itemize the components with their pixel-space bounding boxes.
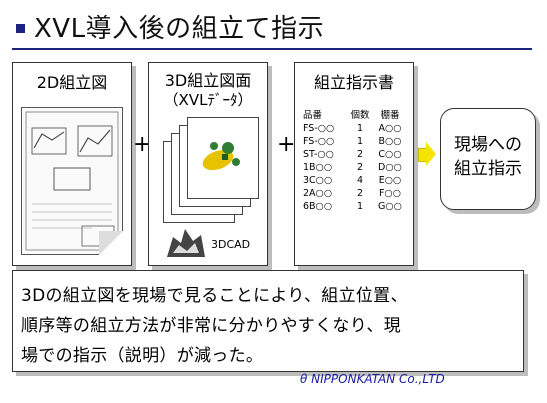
description-line-2: 順序等の組立方法が非常に分かりやすくなり、現: [21, 316, 401, 336]
description-line-1: 3Dの組立図を現場で見ることにより、組立位置、: [21, 286, 408, 306]
shelf-no: B○○: [378, 136, 402, 147]
quantity: 2: [356, 149, 364, 160]
shelf-no: D○○: [378, 162, 402, 173]
part-no: FS-○○: [303, 136, 335, 147]
panel-2d-title: 2D組立図: [36, 73, 108, 92]
result-line-1: 現場への: [454, 135, 522, 155]
panel-3d-drawing: 3D組立図面 （XVLﾃﾞｰﾀ） 3DCAD: [148, 62, 268, 266]
part-no: 1B○○: [303, 162, 333, 173]
list-item: FS-○○ 1 B○○: [303, 135, 407, 148]
shelf-no: A○○: [378, 123, 402, 134]
model-page: [187, 117, 259, 199]
drawing-sketch: [25, 111, 119, 251]
3dcad-figure-icon: [167, 229, 205, 257]
plus-sign: +: [277, 132, 296, 157]
parts-list: 品番 個数 棚番 FS-○○ 1 A○○ FS-○○ 1 B○○ ST-○○ 2…: [303, 109, 407, 213]
sheet-fold-corner: [99, 231, 123, 255]
title-bullet: [16, 24, 25, 33]
list-item: 1B○○ 2 D○○: [303, 161, 407, 174]
part-no: FS-○○: [303, 123, 335, 134]
result-line-2: 組立指示: [454, 159, 522, 179]
quantity: 1: [356, 201, 364, 212]
header-shelf-no: 棚番: [380, 110, 400, 121]
quantity: 1: [356, 136, 364, 147]
shelf-no: F○○: [378, 188, 402, 199]
3d-model-image: [202, 142, 240, 171]
header-quantity: 個数: [350, 110, 370, 121]
slide-title: XVL導入後の組立て指示: [34, 14, 325, 44]
header-part-no: 品番: [303, 110, 323, 121]
part-no: ST-○○: [303, 149, 334, 160]
list-item: 2A○○ 2 F○○: [303, 187, 407, 200]
3dcad-label: 3DCAD: [211, 238, 251, 251]
title-underline: [12, 48, 532, 50]
list-item: FS-○○ 1 A○○: [303, 122, 407, 135]
quantity: 2: [356, 188, 364, 199]
list-item: ST-○○ 2 C○○: [303, 148, 407, 161]
list-header: 品番 個数 棚番: [303, 109, 407, 122]
list-item: 6B○○ 1 G○○: [303, 200, 407, 213]
drawing-sheet-image: [21, 107, 123, 255]
company-logo: θ NIPPONKATAN Co.,LTD: [300, 372, 445, 386]
shelf-no: C○○: [378, 149, 402, 160]
panel-assembly-sheet: 組立指示書 品番 個数 棚番 FS-○○ 1 A○○ FS-○○ 1 B○○ S…: [294, 62, 414, 266]
title-row: XVL導入後の組立て指示: [12, 6, 532, 46]
panel-3d-title: 3D組立図面: [164, 71, 252, 90]
part-no: 6B○○: [303, 201, 333, 212]
panel-assembly-title: 組立指示書: [313, 73, 394, 92]
list-item: 3C○○ 4 E○○: [303, 174, 407, 187]
panel-3d-subtitle: （XVLﾃﾞｰﾀ）: [163, 91, 253, 109]
quantity: 4: [356, 175, 364, 186]
quantity: 2: [356, 162, 364, 173]
part-no: 3C○○: [303, 175, 333, 186]
plus-sign: +: [133, 132, 152, 157]
quantity: 1: [356, 123, 364, 134]
arrow-head-icon: [426, 142, 436, 166]
result-box: 現場への 組立指示: [440, 108, 536, 210]
description-box: 3Dの組立図を現場で見ることにより、組立位置、 順序等の組立方法が非常に分かりや…: [12, 270, 524, 372]
description-line-3: 場での指示（説明）が減った。: [21, 346, 264, 366]
panel-2d-drawing: 2D組立図: [12, 62, 132, 266]
shelf-no: G○○: [378, 201, 402, 212]
part-no: 2A○○: [303, 188, 333, 199]
shelf-no: E○○: [378, 175, 402, 186]
